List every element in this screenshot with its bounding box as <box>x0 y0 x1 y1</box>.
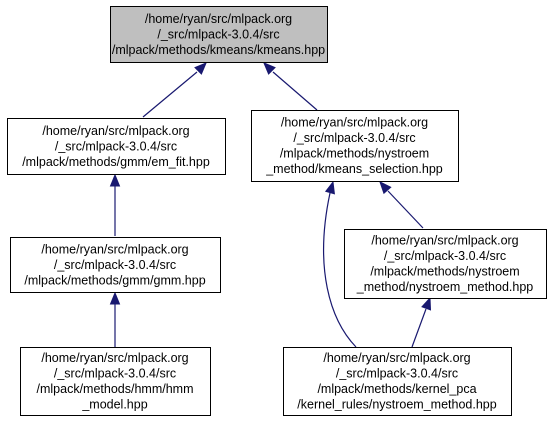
node-label-line: /mlpack/methods/nystroem <box>370 265 519 279</box>
arrow-head <box>324 180 335 195</box>
edge-hmm-model-to-gmm <box>109 291 121 347</box>
node-nystroem-method-hpp[interactable]: /home/ryan/src/mlpack.org/_src/mlpack-3.… <box>344 229 547 299</box>
node-kmeans-selection-hpp[interactable]: /home/ryan/src/mlpack.org/_src/mlpack-3.… <box>251 110 459 182</box>
node-box[interactable] <box>283 347 512 416</box>
node-label-line: /mlpack/methods/hmm/hmm <box>37 382 194 396</box>
node-label-line: /home/ryan/src/mlpack.org <box>41 242 188 256</box>
node-label-line: /_src/mlpack-3.0.4/src <box>336 367 458 381</box>
arrow-head <box>109 173 121 187</box>
node-box[interactable] <box>251 110 459 182</box>
edge-gmm-to-em-fit <box>109 173 121 236</box>
node-label-line: /home/ryan/src/mlpack.org <box>42 124 189 138</box>
arrow-head <box>109 291 121 305</box>
node-box[interactable] <box>20 347 211 416</box>
node-label-line: /_src/mlpack-3.0.4/src <box>157 27 279 41</box>
node-label-line: /_src/mlpack-3.0.4/src <box>54 367 176 381</box>
node-label-line: /_src/mlpack-3.0.4/src <box>384 249 506 263</box>
edge-em-fit-to-kmeans <box>142 62 207 118</box>
node-label-line: /home/ryan/src/mlpack.org <box>41 351 188 365</box>
arrow-head <box>194 62 207 75</box>
node-label-line: _method/nystroem_method.hpp <box>356 280 534 294</box>
node-box[interactable] <box>10 237 221 293</box>
node-box[interactable] <box>110 6 328 63</box>
arrow-head <box>263 62 276 75</box>
node-label-line: /mlpack/methods/nystroem <box>280 147 429 161</box>
edge-kernel-rules-to-kmeans-selection <box>323 180 357 348</box>
node-label-line: /_src/mlpack-3.0.4/src <box>55 139 177 153</box>
edge-kmeans-selection-to-kmeans <box>263 62 318 111</box>
edge-line <box>323 192 357 348</box>
node-hmm-model-hpp[interactable]: /home/ryan/src/mlpack.org /_src/mlpack-3.… <box>20 347 211 416</box>
node-label-line: /home/ryan/src/mlpack.org <box>145 12 292 26</box>
nodes-layer: /home/ryan/src/mlpack.org/_src/mlpack-3.… <box>7 6 547 416</box>
node-gmm-hpp[interactable]: /home/ryan/src/mlpack.org /_src/mlpack-3.… <box>10 237 221 293</box>
node-label-line: /mlpack/methods/kernel_pca <box>317 382 476 396</box>
node-label-line: /kernel_rules/nystroem_method.hpp <box>297 398 496 412</box>
node-label-line: /mlpack/methods/kmeans/kmeans.hpp <box>112 43 325 57</box>
node-kernel-rules-nystroem-method-hpp[interactable]: /home/ryan/src/mlpack.org /_src/mlpack-3.… <box>283 347 512 416</box>
edge-line <box>142 71 198 118</box>
edges-layer <box>109 62 432 348</box>
edge-line <box>387 190 424 229</box>
node-box[interactable] <box>344 229 547 299</box>
node-label-line: /_src/mlpack-3.0.4/src <box>293 131 415 145</box>
edge-line <box>411 308 427 348</box>
node-label-line: /mlpack/methods/gmm/em_fit.hpp <box>22 155 210 169</box>
edge-kernel-rules-to-nystroem-method <box>411 296 432 348</box>
node-label-line: /home/ryan/src/mlpack.org <box>281 116 428 130</box>
arrow-head <box>379 181 392 195</box>
node-label-line: /mlpack/methods/gmm/gmm.hpp <box>24 273 205 287</box>
node-label-line: /home/ryan/src/mlpack.org <box>323 351 470 365</box>
node-em-fit-hpp[interactable]: /home/ryan/src/mlpack.org/_src/mlpack-3.… <box>7 118 226 175</box>
node-label-line: _model.hpp <box>81 398 147 412</box>
node-label-line: /_src/mlpack-3.0.4/src <box>54 258 176 272</box>
edge-line <box>272 71 318 111</box>
node-kmeans-hpp[interactable]: /home/ryan/src/mlpack.org/_src/mlpack-3.… <box>110 6 328 63</box>
node-box[interactable] <box>7 118 226 175</box>
node-label-line: _method/kmeans_selection.hpp <box>265 162 443 176</box>
edge-nystroem-method-to-kmeans-selection <box>379 181 424 229</box>
node-label-line: /home/ryan/src/mlpack.org <box>371 234 518 248</box>
arrow-head <box>421 296 432 311</box>
